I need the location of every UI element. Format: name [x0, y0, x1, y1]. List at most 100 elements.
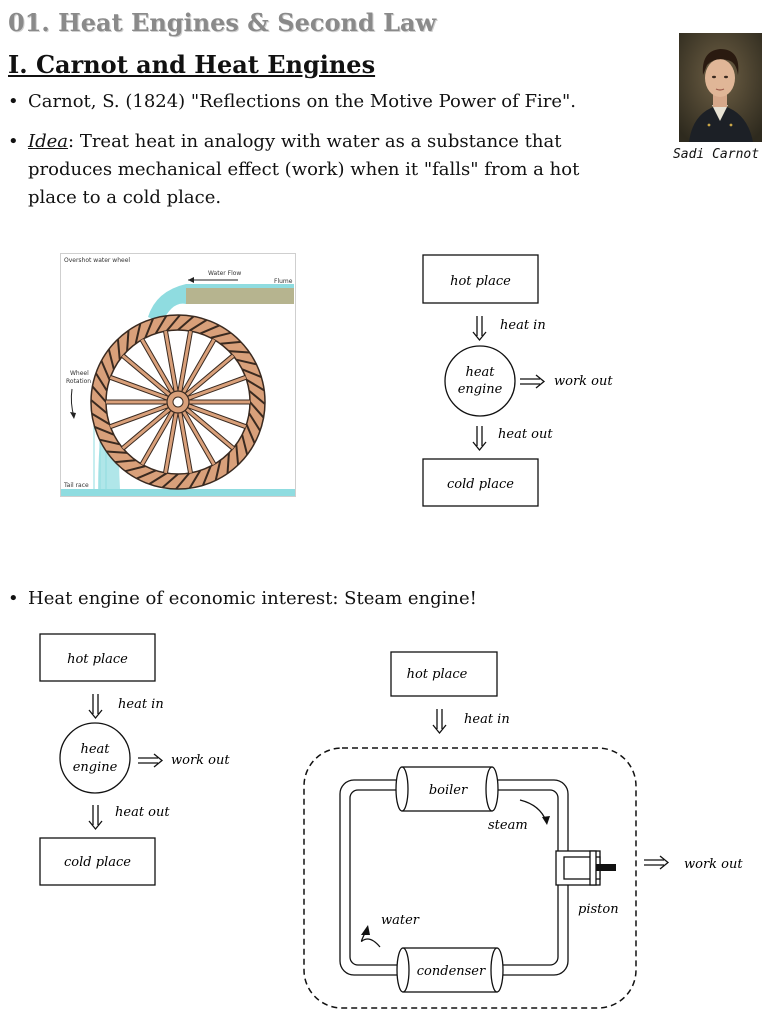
- heat-engine-diagram-steam: hot place heat in heat engine work out h…: [39, 633, 230, 886]
- wheel-bucket: [248, 412, 261, 432]
- wheel-bucket: [114, 459, 136, 464]
- hot-place-label: hot place: [450, 274, 511, 289]
- cold-place-label: cold place: [447, 477, 514, 492]
- piston: [555, 850, 616, 886]
- wheel-bucket: [107, 349, 115, 370]
- wheel-bucket: [214, 460, 222, 481]
- heat-engine-label-line2: engine: [73, 760, 118, 775]
- wheel-bucket: [90, 399, 108, 415]
- wheel-bucket: [249, 401, 265, 419]
- condenser-label: condenser: [417, 964, 486, 979]
- work-out-label: work out: [171, 753, 230, 768]
- wheel-bucket: [210, 331, 231, 339]
- bullet-text: Heat engine of economic interest: Steam …: [28, 588, 477, 609]
- wheel-rotation-label-line1: Wheel: [70, 370, 89, 377]
- wheel-bucket: [116, 338, 121, 360]
- wheel-bucket: [248, 389, 266, 405]
- heat-engine-label-line2: engine: [458, 382, 503, 397]
- wheel-bucket: [95, 372, 108, 392]
- tail-race-label: Tail race: [63, 482, 89, 489]
- cold-place-label: cold place: [64, 855, 131, 870]
- idea-text-line1: : Treat heat in analogy with water as a …: [68, 131, 562, 152]
- wheel-bucket: [241, 368, 262, 378]
- idea-text-line3: place to a cold place.: [28, 187, 222, 208]
- hot-place-label: hot place: [67, 652, 128, 667]
- double-arrow-down-icon: [432, 709, 447, 735]
- wheel-bucket: [100, 360, 111, 381]
- section-title: I. Carnot and Heat Engines: [8, 50, 376, 79]
- wheel-spoke-fill: [121, 407, 172, 450]
- wheel-rotation-label-line2: Rotation: [66, 378, 91, 385]
- wheel-bucket: [202, 465, 212, 486]
- bullet-dot: •: [8, 588, 19, 609]
- wheel-bucket: [91, 385, 107, 403]
- sadi-carnot-portrait: [679, 33, 762, 142]
- wheel-bucket: [177, 315, 195, 331]
- wheel-bucket: [241, 434, 249, 455]
- wheel-spoke-fill: [186, 375, 247, 400]
- wheel-bucket: [236, 358, 257, 366]
- wheel-bucket: [188, 319, 208, 332]
- double-arrow-down-icon: [88, 805, 103, 831]
- heat-in-label: heat in: [500, 318, 546, 333]
- wheel-spoke-fill: [140, 338, 175, 395]
- wheel-bucket: [188, 469, 202, 489]
- wheel-spoke-fill: [181, 338, 216, 395]
- work-out-label: work out: [684, 857, 743, 872]
- steam-label: steam: [488, 818, 528, 833]
- page-title: 01. Heat Engines & Second Law: [8, 8, 437, 37]
- water-flow-label: Water Flow: [208, 270, 241, 277]
- wheel-spoke-fill: [109, 375, 170, 400]
- wheel-spoke-fill: [186, 404, 247, 429]
- wheel-bucket: [245, 423, 256, 444]
- water-flow-arrow: [360, 930, 381, 948]
- bullet-steam-engine: • Heat engine of economic interest: Steam…: [8, 585, 608, 613]
- bullet-dot: •: [8, 131, 19, 152]
- double-arrow-down-icon: [88, 694, 103, 720]
- steam-engine-schematic: hot place heat in boiler steam condenser…: [303, 651, 743, 1009]
- wheel-bucket: [144, 318, 154, 339]
- double-arrow-down-icon: [472, 316, 487, 342]
- heat-engine-diagram-analogy: hot place heat in heat engine work out h…: [422, 254, 613, 507]
- wheel-bucket: [91, 412, 111, 426]
- heat-engine-label-line1: heat: [465, 365, 495, 380]
- waterwheel-title: Overshot water wheel: [64, 257, 130, 264]
- wheel-bucket: [134, 323, 142, 344]
- wheel-bucket: [125, 465, 146, 473]
- heat-out-label: heat out: [115, 805, 170, 820]
- water-label: water: [381, 913, 420, 928]
- wheel-spoke-fill: [178, 330, 192, 393]
- bullet-idea: • Idea: Treat heat in analogy with water …: [8, 128, 598, 212]
- wheel-bucket: [106, 450, 128, 454]
- double-arrow-down-icon: [472, 426, 487, 452]
- heat-engine-circle: [444, 345, 516, 417]
- wheel-bucket: [226, 452, 230, 474]
- wheel-spoke-fill: [109, 404, 170, 429]
- heat-in-label: heat in: [118, 697, 164, 712]
- idea-text-line2: produces mechanical effect (work) when i…: [28, 159, 580, 180]
- wheel-bucket: [228, 350, 250, 354]
- heat-in-label: heat in: [464, 712, 510, 727]
- portrait-caption: Sadi Carnot: [672, 147, 760, 162]
- piston-label: piston: [578, 902, 619, 917]
- double-arrow-right-icon: [644, 855, 670, 870]
- wheel-spoke-fill: [164, 330, 178, 393]
- wheel-bucket: [94, 426, 115, 436]
- work-out-label: work out: [554, 374, 613, 389]
- wheel-bucket: [148, 472, 168, 485]
- heat-engine-label-line1: heat: [80, 742, 110, 757]
- bullet-dot: •: [8, 91, 19, 112]
- bullet-text: Carnot, S. (1824) "Reflections on the Mo…: [28, 91, 577, 112]
- idea-label: Idea: [28, 131, 69, 152]
- water-wheel-illustration: Overshot water wheel Water Flow Flume Ta…: [60, 253, 296, 497]
- wheel-spoke-fill: [184, 407, 235, 450]
- wheel-bucket: [175, 472, 191, 490]
- bullet-carnot-reference: • Carnot, S. (1824) "Reflections on the M…: [8, 88, 608, 116]
- wheel-spoke-fill: [181, 409, 216, 466]
- heat-out-label: heat out: [498, 427, 553, 442]
- wheel-spoke-fill: [140, 409, 175, 466]
- pipe-inner: [349, 789, 559, 966]
- boiler-label: boiler: [429, 783, 468, 798]
- wheel-bucket: [235, 444, 240, 466]
- hot-place-label: hot place: [407, 667, 468, 682]
